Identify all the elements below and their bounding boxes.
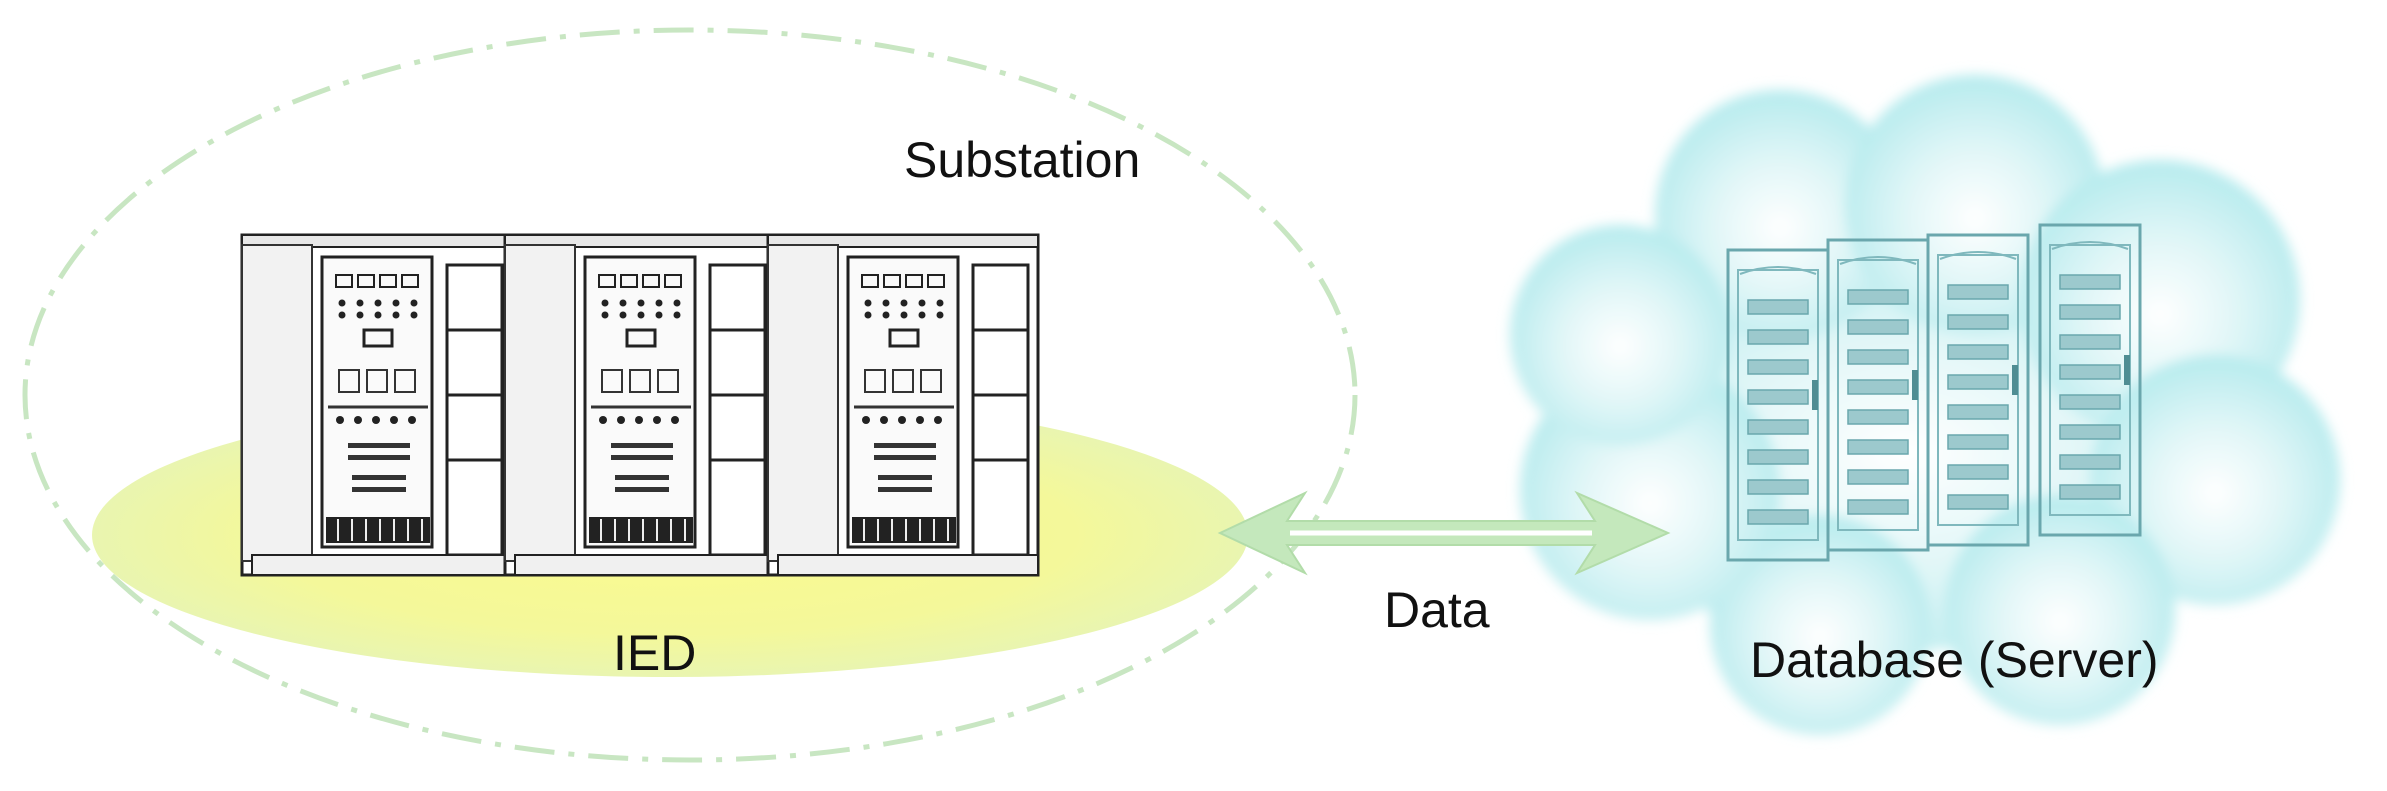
ied-cabinet xyxy=(240,233,514,577)
substation-boundary xyxy=(22,27,1358,763)
data-link-label: Data xyxy=(1384,582,1490,638)
ied-cabinet xyxy=(503,233,777,577)
database-label: Database (Server) xyxy=(1750,632,2159,688)
database-cloud xyxy=(1510,75,2340,735)
substation-label: Substation xyxy=(904,132,1141,188)
ied-label: IED xyxy=(613,625,697,681)
double-headed-arrow-icon xyxy=(1217,490,1671,576)
ied-cabinet xyxy=(766,233,1040,577)
